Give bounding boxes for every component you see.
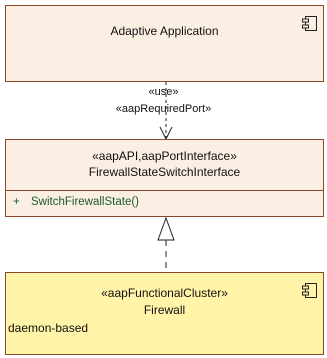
interface-name: FirewallStateSwitchInterface — [88, 165, 241, 179]
use-stereotype-label: «use» — [148, 86, 179, 98]
interface-stereotype: «aapAPI,aapPortInterface» — [92, 149, 237, 163]
required-port-stereotype-label: «aapRequiredPort» — [115, 103, 212, 115]
firewall-functional-cluster[interactable]: «aapFunctionalCluster» Firewall daemon-b… — [5, 272, 324, 355]
operation-item[interactable]: + SwitchFirewallState() — [13, 196, 139, 208]
compartment-divider — [6, 190, 323, 191]
component-icon — [302, 16, 317, 31]
component-icon — [302, 283, 317, 298]
operation-visibility: + — [13, 196, 20, 208]
realization-arrowhead — [157, 216, 175, 241]
operation-name: SwitchFirewallState() — [31, 196, 139, 208]
firewall-state-switch-interface[interactable]: «aapAPI,aapPortInterface» FirewallStateS… — [5, 139, 324, 217]
cluster-tag: daemon-based — [8, 321, 89, 335]
component-title: Adaptive Application — [110, 24, 219, 38]
cluster-name: Firewall — [143, 303, 186, 317]
adaptive-application-component[interactable]: Adaptive Application — [5, 5, 324, 82]
cluster-stereotype: «aapFunctionalCluster» — [101, 286, 228, 300]
